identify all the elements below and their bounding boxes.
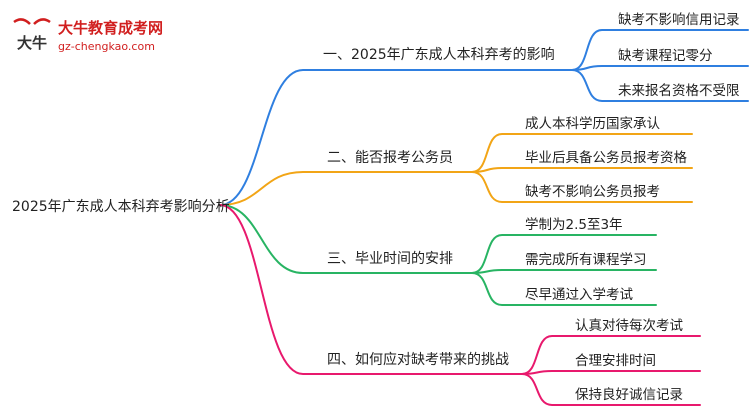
branch-1-connector [219, 69, 573, 206]
branch-3-leaf-3-connector [471, 272, 657, 306]
branch-1-leaf-2: 缺考课程记零分 [618, 48, 713, 64]
branch-4-connector [219, 204, 523, 375]
branch-4-leaf-1-connector [521, 335, 701, 375]
branch-1-leaf-1-connector [571, 29, 749, 71]
branch-4-leaf-2-connector [521, 370, 701, 375]
branch-3-leaf-2: 需完成所有课程学习 [525, 252, 647, 268]
logo-site-name: 大牛教育成考网 [58, 19, 164, 37]
branch-4-leaf-2: 合理安排时间 [575, 353, 656, 369]
branch-1-label: 一、2025年广东成人本科弃考的影响 [323, 47, 555, 63]
branch-2-leaf-3: 缺考不影响公务员报考 [525, 184, 660, 200]
branch-2-leaf-1-connector [471, 133, 693, 173]
branch-2-label: 二、能否报考公务员 [327, 150, 453, 166]
branch-2-leaf-3-connector [471, 171, 693, 203]
branch-4-leaf-1: 认真对待每次考试 [575, 318, 683, 334]
branch-2-connector [219, 171, 473, 206]
branch-3-label: 三、毕业时间的安排 [327, 251, 453, 267]
branch-3-connector [219, 204, 473, 274]
branch-2-leaf-1: 成人本科学历国家承认 [525, 116, 660, 132]
branch-4-label: 四、如何应对缺考带来的挑战 [327, 352, 509, 368]
bull-logo-icon: 大牛 [13, 18, 51, 52]
branch-1-leaf-3: 未来报名资格不受限 [618, 83, 740, 99]
logo-url: gz-chengkao.com [58, 40, 155, 53]
branch-3-leaf-1-connector [471, 234, 657, 274]
site-logo[interactable]: 大牛 大牛教育成考网 gz-chengkao.com [10, 14, 164, 60]
branch-2-leaf-2: 毕业后具备公务员报考资格 [525, 150, 687, 166]
branch-4-leaf-3: 保持良好诚信记录 [575, 387, 683, 403]
mindmap-root: 2025年广东成人本科弃考影响分析 [12, 199, 230, 215]
branch-1-leaf-2-connector [571, 65, 749, 71]
branch-2-leaf-2-connector [471, 167, 693, 173]
branch-4-leaf-3-connector [521, 373, 701, 406]
branch-1-leaf-3-connector [571, 69, 749, 102]
branch-3-leaf-2-connector [471, 269, 657, 274]
branch-3-leaf-1: 学制为2.5至3年 [525, 217, 623, 233]
logo-mark-text: 大牛 [17, 34, 47, 52]
branch-1-leaf-1: 缺考不影响信用记录 [618, 12, 740, 28]
branch-3-leaf-3: 尽早通过入学考试 [525, 287, 633, 303]
